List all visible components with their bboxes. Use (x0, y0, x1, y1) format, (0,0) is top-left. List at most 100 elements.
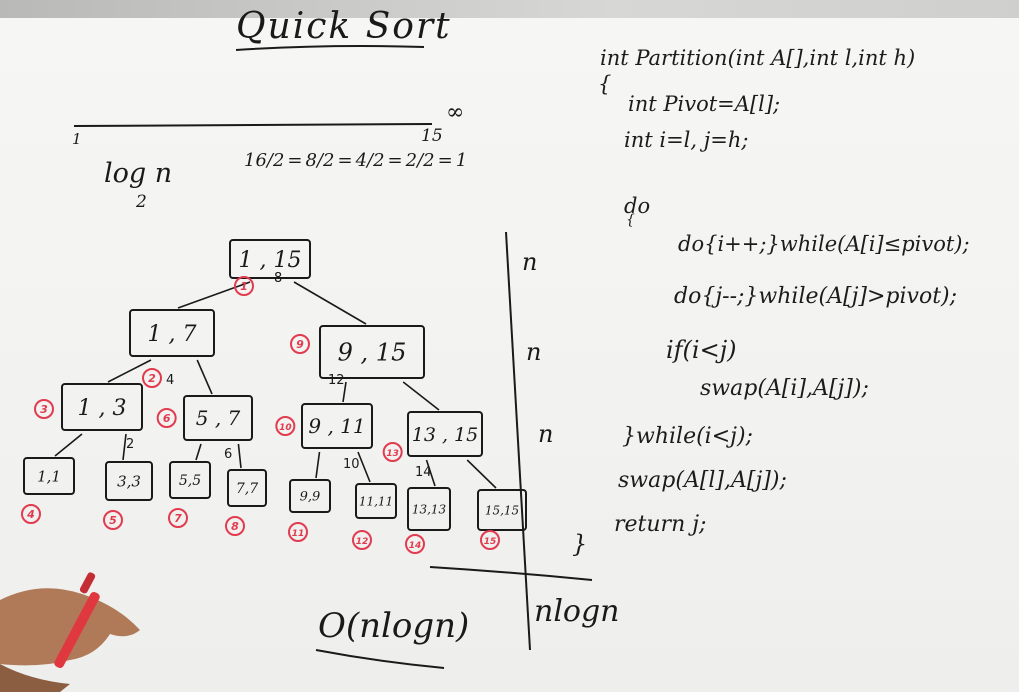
halving-term: = (287, 150, 303, 171)
order-number: 15 (484, 537, 497, 547)
order-marker (288, 522, 308, 542)
tree-edge (107, 359, 152, 383)
tree-node: 1,14 (21, 457, 75, 524)
order-marker (21, 504, 41, 524)
tree-node: 9 , 11 10 10 (275, 403, 373, 472)
node-label: 1 , 15 (239, 248, 302, 273)
order-number: 10 (279, 423, 292, 433)
tree-node: 1 , 332 (34, 383, 143, 452)
node-label: 1 , 3 (78, 396, 127, 421)
tree-edge (177, 281, 251, 309)
node-box (105, 461, 153, 501)
total-cost: nlogn (534, 594, 620, 629)
order-number: 5 (109, 514, 117, 527)
tree-edge (357, 451, 371, 483)
infinity-symbol: ∞ (446, 100, 465, 125)
tree-edge (122, 433, 127, 461)
node-label: 5,5 (179, 473, 201, 489)
cost-divider-line (505, 231, 531, 651)
halving-term: = (387, 150, 403, 171)
halving-term: 8/2 (305, 150, 335, 171)
log-label: log n (104, 158, 173, 189)
node-label: 13 , 15 (412, 424, 478, 446)
tree-edge (315, 451, 321, 479)
order-number: 4 (26, 508, 35, 521)
node-box (183, 395, 253, 441)
range-start: 1 (72, 130, 82, 148)
order-marker (352, 530, 372, 550)
node-box (129, 309, 215, 357)
order-marker (103, 510, 123, 530)
order-number: 1 (240, 280, 248, 293)
complexity: O(nlogn) (318, 606, 470, 646)
node-box (61, 383, 143, 431)
tree-edge (425, 459, 436, 487)
halving-term: 1 (455, 150, 468, 171)
node-label: 9,9 (300, 490, 321, 505)
level-cost: n (522, 248, 538, 276)
node-box (289, 479, 331, 513)
order-marker (34, 399, 54, 419)
node-label: 9 , 11 (308, 414, 365, 438)
code-line-if: if(i<j) (666, 336, 737, 364)
node-label: 1 , 7 (148, 322, 197, 347)
log-base: 2 (136, 192, 147, 212)
order-number: 8 (231, 520, 239, 533)
order-marker (405, 534, 425, 554)
tree-edge (54, 433, 83, 457)
order-marker (234, 276, 254, 296)
tree-node: 5 , 766 (156, 395, 253, 462)
tree-edge (402, 381, 440, 411)
halving-term: 2/2 (405, 150, 435, 171)
halving-term: = (337, 150, 353, 171)
node-box (229, 239, 311, 279)
tree-node: 9,9 11 (288, 479, 331, 542)
order-marker (156, 408, 177, 428)
order-number: 2 (148, 372, 156, 385)
tree-node: 15,15 15 (477, 489, 527, 550)
code-line-return: return j; (614, 512, 707, 537)
tree-node: 7,78 (225, 469, 267, 536)
halving-term: 4/2 (355, 150, 385, 171)
order-marker (480, 530, 500, 550)
node-label: 3,3 (117, 472, 141, 490)
node-box (301, 403, 373, 449)
order-number: 11 (292, 529, 305, 539)
order-number: 9 (296, 338, 304, 351)
node-label: 15,15 (485, 503, 519, 517)
order-number: 7 (174, 512, 182, 525)
complexity-underline (315, 649, 445, 669)
pivot-index: 2 (126, 437, 134, 452)
halving-term: 16/2 (244, 150, 285, 171)
page-title: Quick Sort (236, 6, 452, 47)
code-line-pivot: int Pivot=A[l]; (628, 92, 781, 116)
range-line (73, 123, 433, 127)
halving-term: = (437, 150, 453, 171)
tree-edge (466, 459, 497, 489)
order-marker (382, 442, 403, 462)
board-top-frame (0, 0, 1019, 18)
range-end: 15 (421, 126, 443, 146)
node-box (23, 457, 75, 495)
pivot-index: 10 (343, 457, 360, 472)
title-underline (235, 45, 425, 51)
tree-edge (293, 281, 367, 325)
pivot-index: 14 (415, 465, 432, 480)
tree-edge (196, 359, 213, 395)
order-marker (275, 416, 296, 436)
code-line-while: }while(i<j); (622, 424, 753, 449)
tree-edges (54, 281, 497, 489)
code-line-signature: int Partition(int A[],int l,int h) (600, 46, 916, 70)
order-number: 13 (386, 449, 399, 459)
tree-node: 13 , 15 13 14 (382, 411, 483, 480)
node-label: 9 , 15 (338, 339, 407, 367)
order-marker (290, 334, 310, 354)
code-line-swap-inner: swap(A[i],A[j]); (700, 376, 869, 401)
node-label: 5 , 7 (196, 406, 241, 430)
cost-sum-line (429, 566, 593, 581)
tree-edge (195, 443, 202, 461)
level-cost: n (538, 420, 554, 448)
